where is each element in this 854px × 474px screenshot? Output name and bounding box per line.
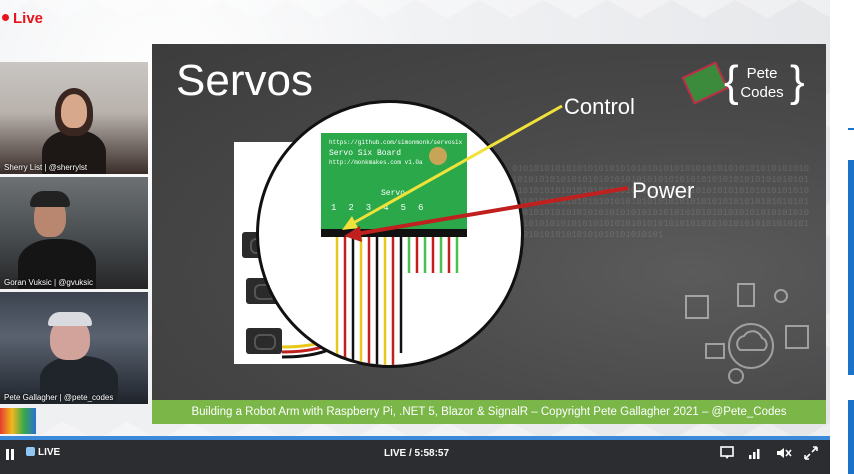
presentation-slide: 0101010101010101010101010101010101010101… bbox=[152, 44, 826, 424]
binary-background: 0101010101010101010101010101010101010101… bbox=[512, 164, 810, 240]
pause-icon[interactable] bbox=[6, 449, 9, 460]
quality-icon[interactable] bbox=[748, 446, 762, 460]
servo-six-board: https://github.com/simonmonk/servosix Se… bbox=[321, 133, 467, 229]
participant-name: Sherry List | @sherrylst bbox=[4, 163, 88, 172]
slide-title: Servos bbox=[176, 56, 313, 105]
board-name: Servo Six Board bbox=[329, 149, 402, 158]
progress-fill bbox=[0, 436, 830, 440]
person-hair bbox=[48, 312, 92, 326]
progress-bar[interactable] bbox=[0, 436, 830, 440]
left-brace-icon: { bbox=[724, 57, 739, 106]
side-panel-accent bbox=[848, 160, 854, 375]
fullscreen-icon[interactable] bbox=[804, 446, 818, 460]
person-silhouette bbox=[18, 239, 96, 289]
person-silhouette bbox=[42, 130, 106, 174]
right-brace-icon: } bbox=[790, 57, 805, 106]
slide-footer: Building a Robot Arm with Raspberry Pi, … bbox=[152, 400, 826, 424]
board-servo-label: Servo bbox=[381, 189, 406, 198]
header-wires bbox=[335, 237, 459, 365]
board-zoom-circle: https://github.com/simonmonk/servosix Se… bbox=[256, 100, 524, 368]
mute-icon[interactable] bbox=[776, 446, 792, 460]
board-url: https://github.com/simonmonk/servosix bbox=[329, 139, 463, 146]
callout-arrows bbox=[342, 104, 629, 242]
side-panel-tick bbox=[848, 128, 854, 130]
participant-video-sherry[interactable]: Sherry List | @sherrylst bbox=[0, 62, 148, 174]
live-dot-icon bbox=[2, 13, 9, 21]
pin-header bbox=[321, 229, 467, 237]
participant-videos: Sherry List | @sherrylst Goran Vuksic | … bbox=[0, 62, 148, 407]
player-controls: LIVE LIVE / 5:58:57 bbox=[0, 436, 830, 474]
board-site: http://monkmakes.com v1.0a bbox=[329, 159, 423, 166]
stream-logo-icon bbox=[0, 408, 36, 434]
logo-line-2: Codes bbox=[740, 84, 784, 101]
side-panel-accent-lower bbox=[848, 400, 854, 474]
potentiometer-icon bbox=[429, 147, 447, 165]
chat-icon[interactable] bbox=[720, 446, 734, 460]
live-square-icon bbox=[26, 446, 35, 456]
participant-name: Goran Vuksic | @gvuksic bbox=[4, 278, 94, 287]
servo-icon bbox=[246, 328, 282, 354]
participant-video-pete[interactable]: Pete Gallagher | @pete_codes bbox=[0, 292, 148, 404]
live-button[interactable]: LIVE bbox=[26, 446, 61, 458]
person-face bbox=[61, 94, 87, 128]
live-indicator: Live bbox=[2, 10, 43, 27]
control-label: Control bbox=[564, 94, 635, 119]
time-display: LIVE / 5:58:57 bbox=[384, 448, 450, 459]
participant-video-goran[interactable]: Goran Vuksic | @gvuksic bbox=[0, 177, 148, 289]
headphones-icon bbox=[30, 191, 70, 207]
logo-line-1: Pete bbox=[746, 65, 778, 82]
live-button-label: LIVE bbox=[38, 447, 61, 458]
participant-name: Pete Gallagher | @pete_codes bbox=[4, 393, 114, 402]
side-panel-edge bbox=[830, 0, 854, 474]
cloud-tech-icons bbox=[685, 283, 809, 384]
person-silhouette bbox=[40, 356, 118, 404]
live-label: Live bbox=[13, 10, 44, 27]
power-label: Power bbox=[632, 178, 695, 203]
